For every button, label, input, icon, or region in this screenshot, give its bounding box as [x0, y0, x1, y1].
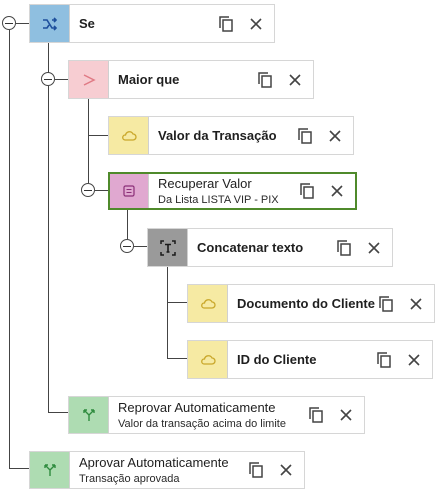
copy-icon[interactable]: [378, 295, 394, 312]
cloud-icon: [109, 117, 149, 154]
split-icon: [30, 452, 70, 488]
node-se[interactable]: Se: [29, 4, 275, 43]
tree-line: [16, 23, 29, 24]
tree-line: [88, 135, 108, 136]
copy-icon[interactable]: [376, 351, 392, 368]
node-title: Documento do Cliente: [237, 296, 375, 311]
tree-line: [9, 468, 29, 469]
tree-line: [127, 209, 128, 239]
node-reprovar-automaticamente[interactable]: Reprovar Automaticamente Valor da transa…: [68, 396, 365, 434]
close-icon[interactable]: [408, 296, 424, 312]
node-title: ID do Cliente: [237, 352, 317, 367]
tree-line: [48, 412, 68, 413]
collapse-toggle-concatenar[interactable]: [120, 239, 134, 253]
node-concatenar-texto[interactable]: Concatenar texto: [147, 228, 393, 267]
close-icon[interactable]: [327, 128, 343, 144]
tree-line: [9, 30, 10, 469]
node-id-cliente[interactable]: ID do Cliente: [187, 340, 433, 379]
copy-icon[interactable]: [248, 462, 264, 478]
tree-line: [48, 86, 49, 412]
copy-icon[interactable]: [297, 127, 313, 144]
cloud-icon: [188, 341, 228, 378]
shuffle-icon: [30, 5, 70, 42]
node-valor-transacao[interactable]: Valor da Transação: [108, 116, 354, 155]
tree-line: [88, 99, 89, 183]
close-icon[interactable]: [248, 16, 264, 32]
node-maior-que[interactable]: Maior que: [68, 60, 314, 99]
copy-icon[interactable]: [336, 239, 352, 256]
node-title: Valor da Transação: [158, 128, 277, 143]
tree-line: [55, 79, 68, 80]
node-title: Concatenar texto: [197, 240, 304, 255]
close-icon[interactable]: [338, 407, 354, 423]
copy-icon[interactable]: [257, 71, 273, 88]
split-icon: [69, 397, 109, 433]
close-icon[interactable]: [278, 462, 294, 478]
collapse-toggle-maior-que[interactable]: [41, 72, 55, 86]
text-format-icon: [148, 229, 188, 266]
copy-icon[interactable]: [308, 407, 324, 423]
close-icon[interactable]: [287, 72, 303, 88]
node-title: Reprovar Automaticamente: [118, 400, 276, 415]
node-subtitle: Valor da transação acima do limite: [118, 418, 286, 430]
tree-line: [134, 246, 147, 247]
tree-line: [48, 43, 49, 73]
close-icon[interactable]: [329, 183, 345, 199]
greater-than-icon: [69, 61, 109, 98]
node-title: Maior que: [118, 72, 180, 87]
node-title: Se: [79, 16, 95, 31]
close-icon[interactable]: [406, 352, 422, 368]
tree-line: [167, 358, 187, 359]
close-icon[interactable]: [366, 240, 382, 256]
copy-icon[interactable]: [299, 183, 315, 199]
list-icon: [110, 174, 149, 208]
tree-line: [95, 190, 108, 191]
node-aprovar-automaticamente[interactable]: Aprovar Automaticamente Transação aprova…: [29, 451, 305, 489]
node-title: Recuperar Valor: [158, 176, 252, 191]
copy-icon[interactable]: [218, 15, 234, 32]
node-title: Aprovar Automaticamente: [79, 455, 229, 470]
tree-line: [167, 266, 168, 358]
node-subtitle: Transação aprovada: [79, 473, 180, 485]
collapse-toggle-recuperar-valor[interactable]: [81, 183, 95, 197]
node-recuperar-valor[interactable]: Recuperar Valor Da Lista LISTA VIP - PIX: [108, 172, 357, 210]
cloud-icon: [188, 285, 228, 322]
collapse-toggle-se[interactable]: [2, 16, 16, 30]
node-subtitle: Da Lista LISTA VIP - PIX: [158, 194, 279, 206]
tree-line: [167, 302, 187, 303]
node-documento-cliente[interactable]: Documento do Cliente: [187, 284, 435, 323]
